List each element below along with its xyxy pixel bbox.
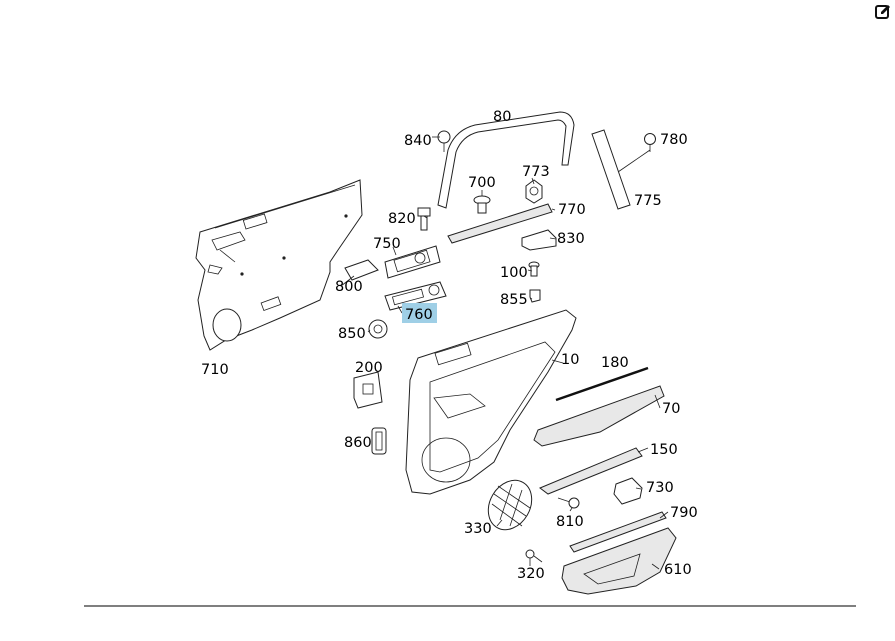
part-773-nut (525, 179, 543, 204)
callout-730[interactable]: 730 (646, 480, 674, 496)
callout-810[interactable]: 810 (556, 514, 584, 530)
callout-800[interactable]: 800 (335, 279, 363, 295)
part-180-seal-strip (555, 366, 649, 402)
callout-790[interactable]: 790 (670, 505, 698, 521)
part-610-lower-pocket (561, 527, 677, 595)
part-700-push-pin (473, 195, 491, 214)
edit-icon[interactable] (873, 2, 893, 22)
part-330-speaker-grille (487, 479, 533, 531)
callout-830[interactable]: 830 (557, 231, 585, 247)
callout-70[interactable]: 70 (662, 401, 680, 417)
callout-150[interactable]: 150 (650, 442, 678, 458)
callout-820[interactable]: 820 (388, 211, 416, 227)
callout-840[interactable]: 840 (404, 133, 432, 149)
callout-770[interactable]: 770 (558, 202, 586, 218)
callout-760[interactable]: 760 (405, 307, 433, 323)
part-850-grommet (368, 319, 388, 339)
part-770-upper-trim (447, 203, 553, 244)
callout-labels: 80 840 780 773 700 770 775 820 830 750 1… (201, 109, 698, 582)
callout-780[interactable]: 780 (660, 132, 688, 148)
part-730-switch (613, 477, 643, 505)
callout-855[interactable]: 855 (500, 292, 528, 308)
callout-10[interactable]: 10 (561, 352, 579, 368)
part-860-cover (371, 427, 387, 455)
part-150-trim (539, 447, 643, 495)
part-775-trim-strip (591, 129, 631, 210)
callout-610[interactable]: 610 (664, 562, 692, 578)
callout-100[interactable]: 100 (500, 265, 528, 281)
part-800-pad (344, 259, 379, 281)
part-320-pin (525, 549, 543, 563)
callout-80[interactable]: 80 (493, 109, 511, 125)
callout-773[interactable]: 773 (522, 164, 550, 180)
part-100-pin (528, 261, 540, 277)
part-70-armrest-cover (533, 385, 665, 447)
part-830-bracket (521, 229, 557, 251)
highlight-760 (402, 303, 437, 323)
callout-320[interactable]: 320 (517, 566, 545, 582)
callout-860[interactable]: 860 (344, 435, 372, 451)
part-810-screw (557, 497, 580, 509)
part-10-door-trim-panel (405, 309, 577, 495)
callout-330[interactable]: 330 (464, 521, 492, 537)
part-780-clip (617, 133, 656, 173)
callout-200[interactable]: 200 (355, 360, 383, 376)
callout-180[interactable]: 180 (601, 355, 629, 371)
part-760-inner-handle[interactable] (384, 281, 447, 311)
callout-850[interactable]: 850 (338, 326, 366, 342)
part-710-door-inner-panel (195, 179, 363, 351)
part-790-trim-strip (569, 511, 667, 553)
callout-700[interactable]: 700 (468, 175, 496, 191)
part-855-clip (529, 289, 541, 303)
callout-775[interactable]: 775 (634, 193, 662, 209)
leader-lines (340, 136, 669, 570)
part-80-window-channel (437, 111, 575, 209)
callout-710[interactable]: 710 (201, 362, 229, 378)
part-750-handle-housing (384, 245, 441, 279)
part-820-screw (417, 207, 431, 231)
part-200-bracket (353, 371, 383, 409)
callout-750[interactable]: 750 (373, 236, 401, 252)
